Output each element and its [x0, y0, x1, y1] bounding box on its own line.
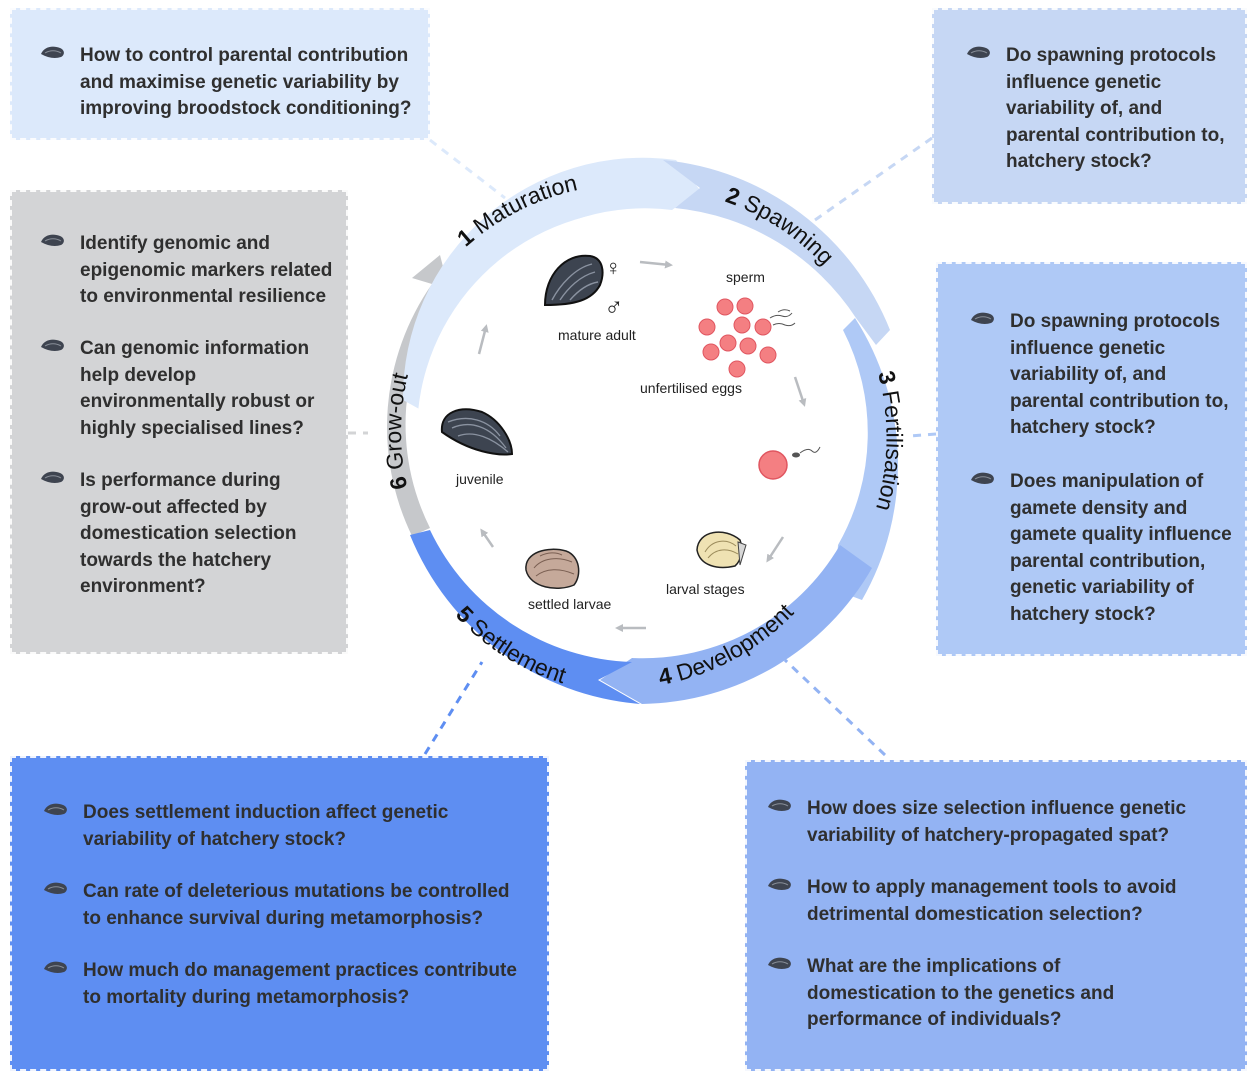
- development-question-3: What are the implications of domesticati…: [768, 954, 1114, 1034]
- maturation-question-1: How to control parental contribution and…: [41, 43, 411, 123]
- mussel-bullet-icon: [41, 471, 64, 483]
- spawning-question-box: [932, 8, 1247, 204]
- process-arrow-1: [639, 260, 673, 269]
- larval-stages-label: larval stages: [666, 581, 745, 597]
- ring-segment-maturation: [402, 157, 700, 416]
- stage-label-settlement: 5 Settlement: [451, 601, 570, 689]
- settled-larvae-label: settled larvae: [528, 596, 611, 612]
- stage-label-development: 4 Development: [656, 598, 798, 690]
- mussel-bullet-icon: [44, 961, 67, 973]
- connector-maturation: [429, 138, 506, 200]
- growout-question-2: Can genomic information help develop env…: [41, 336, 314, 442]
- development-question-1: How does size selection influence geneti…: [768, 796, 1186, 849]
- sperm-icon: [769, 309, 796, 327]
- mussel-bullet-icon: [41, 339, 64, 351]
- fertilisation-question-box: [936, 262, 1247, 656]
- male-symbol: ♂: [604, 292, 624, 322]
- process-arrow-3: [766, 536, 785, 563]
- stage-label-growout: 6 Grow-out: [380, 370, 413, 492]
- sperm-label: sperm: [726, 269, 765, 285]
- female-symbol: ♀: [605, 255, 622, 280]
- fertilisation-question-2: Does manipulation of gamete density and …: [971, 469, 1232, 628]
- mussel-bullet-icon: [41, 46, 64, 58]
- eggs-cluster-icon: [698, 297, 777, 378]
- mussel-bullet-icon: [967, 46, 990, 58]
- growout-question-3: Is performance during grow-out affected …: [41, 468, 296, 601]
- unfertilised-eggs-label: unfertilised eggs: [640, 380, 742, 396]
- development-question-box: [745, 760, 1247, 1071]
- ring-segment-settlement: [410, 530, 640, 704]
- mussel-bullet-icon: [44, 803, 67, 815]
- mussel-bullet-icon: [768, 799, 791, 811]
- ring-segment-fertilisation: [835, 318, 898, 600]
- connector-fertilisation: [909, 432, 937, 438]
- ring-segment-spawning: [663, 160, 890, 345]
- growout-question-box: [10, 190, 348, 654]
- settlement-question-2: Can rate of deleterious mutations be con…: [44, 879, 510, 932]
- cycle-inner-disc: [417, 210, 863, 656]
- stage-label-fertilisation: 3 Fertilisation: [871, 368, 907, 514]
- juvenile-label: juvenile: [455, 471, 504, 487]
- process-arrow-2: [793, 376, 807, 407]
- mussel-bullet-icon: [41, 234, 64, 246]
- connector-settlement: [423, 661, 484, 755]
- settled-larva-shell-icon: [525, 548, 580, 589]
- settlement-question-3: How much do management practices contrib…: [44, 958, 517, 1011]
- stage-label-maturation: 1 Maturation: [452, 169, 580, 251]
- mature-adult-mussel-icon: [543, 254, 604, 307]
- process-arrow-5: [480, 528, 495, 548]
- ring-segment-growout: [387, 284, 447, 536]
- ring-segment-development: [600, 545, 872, 704]
- fertilised-egg-icon: [758, 446, 821, 480]
- connector-development: [783, 658, 887, 757]
- spawning-question-1: Do spawning protocols influence genetic …: [967, 43, 1225, 176]
- mussel-bullet-icon: [44, 882, 67, 894]
- mussel-bullet-icon: [971, 472, 994, 484]
- process-arrow-6: [477, 324, 489, 355]
- mussel-bullet-icon: [971, 312, 994, 324]
- juvenile-mussel-icon: [440, 408, 514, 456]
- fertilisation-question-1: Do spawning protocols influence genetic …: [971, 309, 1229, 442]
- growout-question-1: Identify genomic and epigenomic markers …: [41, 231, 332, 311]
- larval-shell-icon: [696, 531, 747, 569]
- settlement-question-1: Does settlement induction affect genetic…: [44, 800, 448, 853]
- mussel-bullet-icon: [768, 878, 791, 890]
- mussel-bullet-icon: [768, 957, 791, 969]
- maturation-question-box: [10, 8, 430, 140]
- development-question-2: How to apply management tools to avoid d…: [768, 875, 1176, 928]
- mature-adult-label: mature adult: [558, 327, 636, 343]
- settlement-question-box: [10, 756, 549, 1071]
- connector-spawning: [814, 136, 933, 222]
- stage-label-spawning: 2 Spawning: [723, 182, 840, 270]
